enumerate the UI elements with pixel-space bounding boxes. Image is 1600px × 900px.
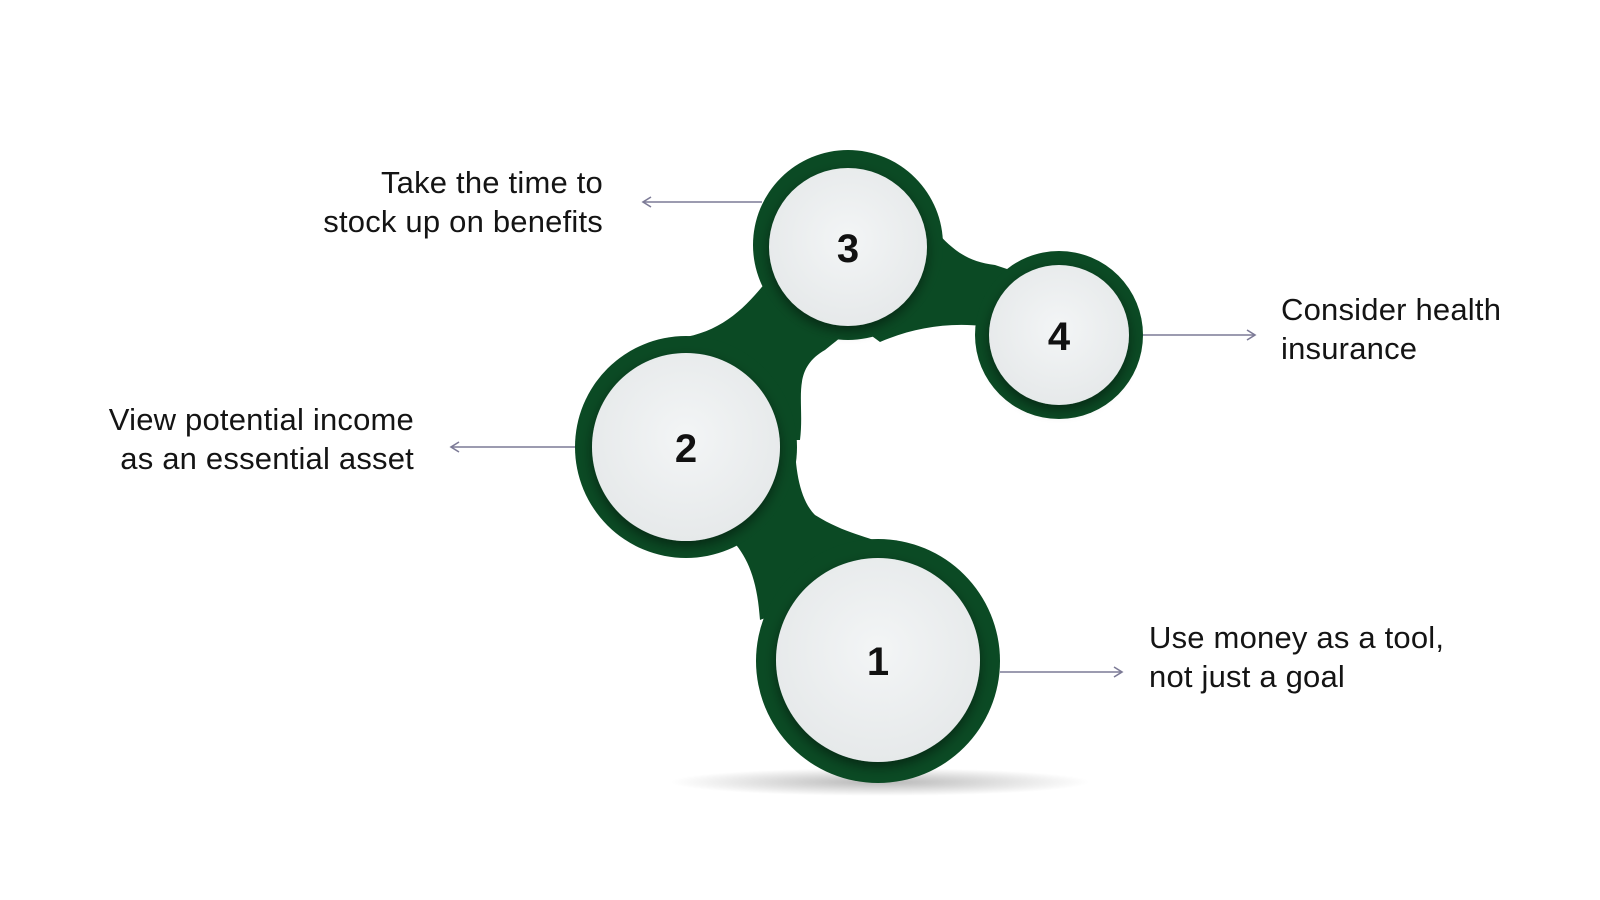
step-label-4-line-2: insurance bbox=[1281, 331, 1418, 366]
node-number-3: 3 bbox=[837, 227, 859, 271]
step-label-2: View potential income as an essential as… bbox=[109, 400, 414, 478]
node-disc-2 bbox=[592, 353, 780, 541]
node-disc-1 bbox=[776, 558, 980, 762]
step-label-4: Consider health insurance bbox=[1281, 290, 1501, 368]
step-label-3: Take the time to stock up on benefits bbox=[323, 163, 603, 241]
step-label-3-line-1: Take the time to bbox=[380, 165, 603, 200]
step-label-3-line-2: stock up on benefits bbox=[323, 204, 603, 239]
step-label-1: Use money as a tool, not just a goal bbox=[1149, 618, 1444, 696]
node-number-4: 4 bbox=[1048, 315, 1071, 359]
step-label-1-line-1: Use money as a tool, bbox=[1149, 620, 1445, 655]
step-label-1-line-2: not just a goal bbox=[1149, 659, 1346, 694]
node-disc-4 bbox=[989, 265, 1129, 405]
node-number-2: 2 bbox=[675, 427, 697, 471]
node-number-1: 1 bbox=[867, 640, 889, 684]
step-label-2-line-1: View potential income bbox=[108, 402, 414, 437]
step-label-4-line-1: Consider health bbox=[1281, 292, 1502, 327]
node-disc-3 bbox=[769, 168, 927, 326]
step-label-2-line-2: as an essential asset bbox=[120, 441, 414, 476]
